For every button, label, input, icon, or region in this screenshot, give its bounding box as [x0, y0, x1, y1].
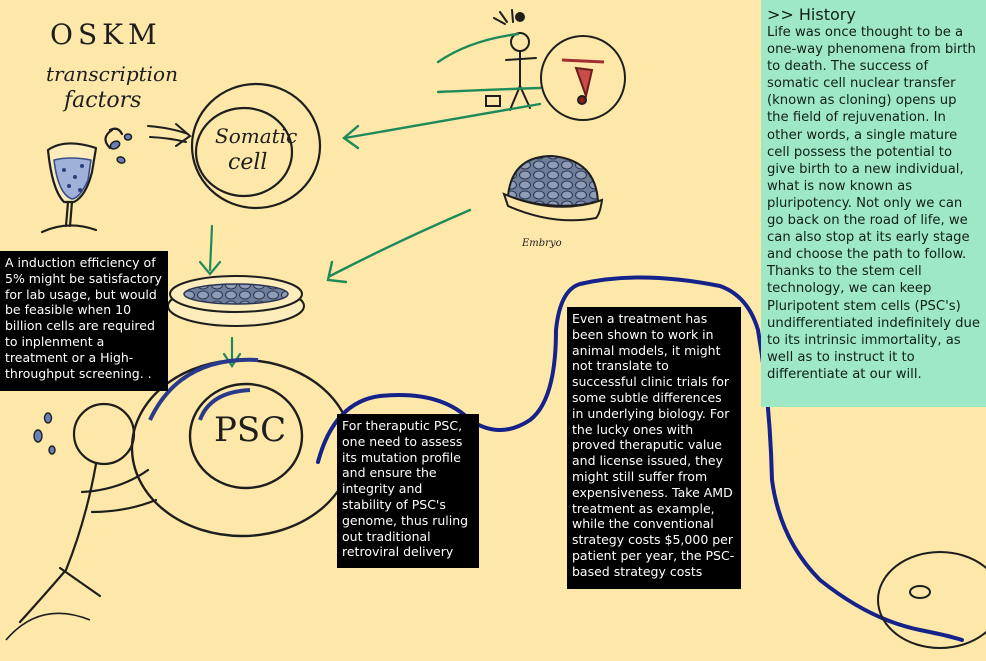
scientist-icon [485, 9, 537, 111]
life-path-line [316, 275, 964, 642]
psc-cell-icon [130, 357, 354, 538]
embryo-label: Embryo [522, 238, 562, 249]
drops-icon [109, 133, 133, 164]
psc-label: PSC [214, 410, 287, 450]
arrow-dish-to-psc [222, 336, 242, 368]
efficiency-note: A induction efficiency of 5% might be sa… [0, 251, 168, 391]
history-body: Life was once thought to be a one-way ph… [767, 25, 980, 382]
sweat-drops-icon [33, 412, 56, 455]
theraputic-note: For theraputic PSC, one need to assess i… [337, 414, 479, 568]
oskm-title: OSKM [50, 18, 162, 51]
cell-label: cell [228, 150, 268, 175]
history-panel: >> History Life was once thought to be a… [761, 0, 986, 407]
wine-glass-icon [40, 127, 124, 234]
oskm-subtitle-2: factors [64, 88, 142, 113]
somatic-label: Somatic [215, 124, 298, 148]
embryo-icon [502, 154, 604, 222]
small-cell-icon [877, 551, 986, 649]
microscope-view-icon [540, 35, 626, 121]
somatic-cell-icon [190, 82, 322, 210]
petri-dish-icon [167, 275, 305, 327]
ground-squiggle [5, 612, 91, 641]
history-title: >> History [767, 5, 856, 24]
arrow-clone-to-cell [342, 32, 542, 150]
arrow-cell-to-dish [198, 224, 222, 276]
arrow-embryo-to-dish [326, 208, 472, 284]
treatment-note: Even a treatment has been shown to work … [567, 307, 741, 589]
oskm-subtitle-1: transcription [46, 62, 178, 86]
arrow-oskm-to-cell [147, 123, 192, 147]
